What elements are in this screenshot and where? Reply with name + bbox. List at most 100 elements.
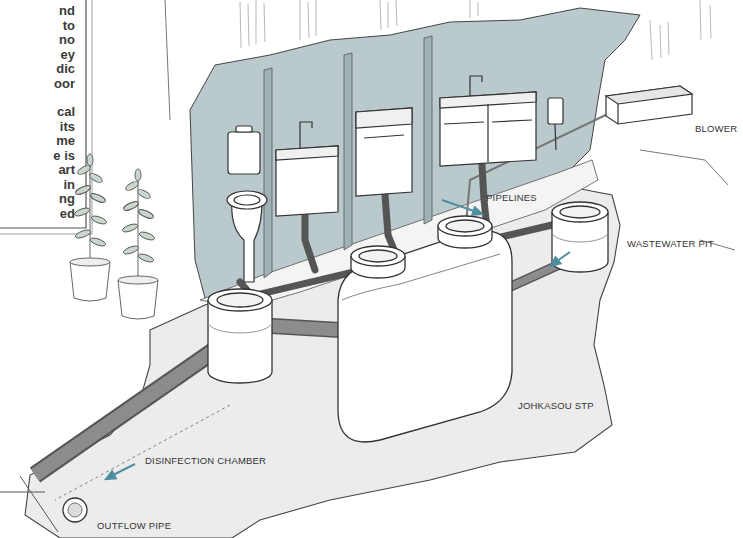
cut-text: art xyxy=(58,162,75,177)
cut-text: in xyxy=(63,177,75,192)
part-label: PIPELINES xyxy=(486,192,537,204)
cut-text: e is xyxy=(53,148,75,163)
plants-part-part xyxy=(121,222,138,233)
plants-part-part xyxy=(74,184,91,196)
toilet-part xyxy=(227,191,267,209)
kitchen-cabinet-part xyxy=(470,76,482,96)
plants-part-part xyxy=(89,192,106,204)
part-label: JOHKASOU STP xyxy=(518,400,594,412)
window-frame-part xyxy=(0,0,86,228)
johkasou-tank-part xyxy=(359,250,397,262)
drain-pipes-part xyxy=(305,215,315,270)
cut-text: dic xyxy=(56,61,75,76)
plants-part-part xyxy=(87,154,93,166)
bathroom-vanity-part xyxy=(276,146,338,216)
flow-arrows xyxy=(106,200,570,479)
johkasou-tank-part xyxy=(351,246,405,266)
johkasou-tank-part xyxy=(338,231,512,442)
cut-text: nd xyxy=(59,3,75,18)
washing-machine-part xyxy=(356,108,412,128)
drain-pipes-part xyxy=(385,195,395,252)
cut-text: me xyxy=(56,133,75,148)
plants-part-part xyxy=(122,200,139,212)
kitchen-cabinet xyxy=(440,76,563,166)
johkasou-tank-part xyxy=(438,216,492,236)
plants-part-part xyxy=(135,169,141,181)
cut-text: ng xyxy=(59,191,75,206)
plants-part-part xyxy=(137,252,154,263)
wastewater-pit xyxy=(552,202,608,272)
kitchen-cabinet-part xyxy=(440,92,536,166)
johkasou-tank-part xyxy=(446,220,484,232)
plants xyxy=(70,154,158,319)
tank-pipes-part xyxy=(272,326,340,330)
toilet-part xyxy=(234,195,260,205)
toilet-part xyxy=(236,126,252,132)
part-label: BLOWER xyxy=(695,123,737,135)
window-frame-part xyxy=(0,0,92,234)
blower-part xyxy=(606,86,692,104)
wastewater-pit-part xyxy=(560,206,600,218)
cut-text: to xyxy=(63,18,75,33)
outflow-pipe-part xyxy=(63,498,87,522)
kitchen-cabinet-part xyxy=(548,98,563,124)
flow-arrows-part xyxy=(106,471,116,479)
flow-arrows-part xyxy=(557,252,570,261)
blower-part xyxy=(617,104,618,124)
plants-part-part xyxy=(73,206,90,217)
washing-machine-part xyxy=(356,108,412,196)
wastewater-pit-part xyxy=(552,202,608,222)
washing-machine xyxy=(356,108,412,196)
disinfection-chamber xyxy=(208,289,272,383)
cut-text: ed xyxy=(60,206,75,221)
flow-arrows-part xyxy=(442,200,474,211)
outflow-pipe-part xyxy=(68,503,82,517)
kitchen-cabinet-part xyxy=(555,124,556,150)
part-label: DISINFECTION CHAMBER xyxy=(145,455,266,467)
plants-part xyxy=(118,276,158,284)
cut-text: ey xyxy=(61,47,75,62)
flow-arrows-part xyxy=(551,257,561,266)
blower xyxy=(606,86,692,124)
toilet-part xyxy=(228,132,260,174)
cut-text: cal xyxy=(57,104,75,119)
plants-part xyxy=(70,262,110,301)
cut-text: no xyxy=(59,32,75,47)
plants-part-part xyxy=(90,214,107,225)
disinfection-chamber-part xyxy=(208,289,272,311)
plants-part-part xyxy=(89,236,106,247)
bathroom-vanity xyxy=(276,122,338,216)
part-label: OUTFLOW PIPE xyxy=(97,520,171,532)
disinfection-chamber-part xyxy=(208,300,272,383)
plants-part-part xyxy=(124,180,139,192)
window-frame xyxy=(0,0,92,234)
part-label: WASTEWATER PIT xyxy=(627,238,714,250)
plants-part-part xyxy=(122,244,139,255)
outflow-pipe-part xyxy=(55,405,230,500)
disinfection-chamber-part xyxy=(208,322,272,333)
plants-part-part xyxy=(136,188,151,200)
wastewater-pit-part xyxy=(552,232,608,242)
plants-part xyxy=(118,280,158,319)
plants-part xyxy=(70,258,110,266)
blower-part xyxy=(606,86,692,124)
plants-part xyxy=(73,154,155,264)
plants-part-part xyxy=(88,172,103,184)
toilet xyxy=(227,126,267,282)
bathroom-vanity-part xyxy=(276,146,338,160)
flow-arrows-part xyxy=(472,207,482,215)
plants-part-part xyxy=(74,228,91,239)
tank-pipes-part xyxy=(272,326,340,330)
washing-machine-part xyxy=(364,135,404,138)
johkasou-tank xyxy=(338,216,512,442)
house-interior-part xyxy=(264,36,432,278)
outflow-pipe-part xyxy=(0,476,58,532)
cut-text: its xyxy=(60,119,75,134)
disinfection-chamber-part xyxy=(217,293,263,307)
cut-text: oor xyxy=(54,76,75,91)
flow-arrows-part xyxy=(113,464,135,475)
toilet-part xyxy=(232,200,262,282)
plants-part-part xyxy=(137,208,154,220)
